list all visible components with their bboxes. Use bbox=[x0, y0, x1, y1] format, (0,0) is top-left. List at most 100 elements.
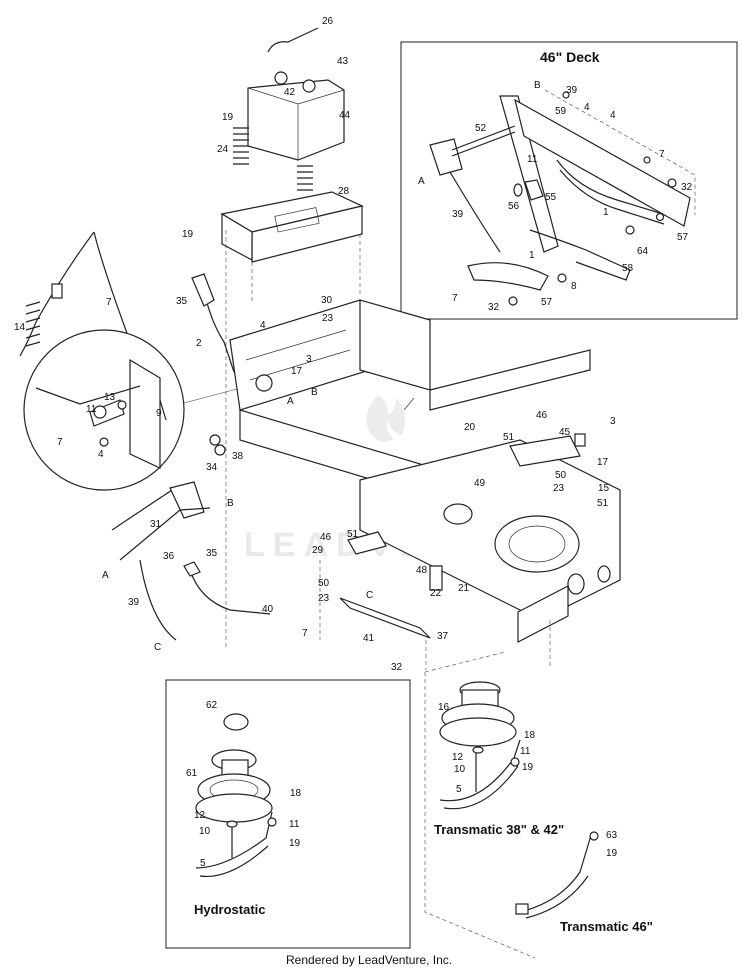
main-frame bbox=[229, 299, 621, 643]
svg-text:32: 32 bbox=[391, 662, 403, 673]
deck46-callouts: B 39 59 4 4 52 11 7 A 56 55 32 39 1 57 6… bbox=[418, 80, 693, 313]
hydrostatic-frame bbox=[165, 679, 411, 949]
svg-text:21: 21 bbox=[458, 583, 470, 594]
svg-text:46: 46 bbox=[536, 410, 548, 421]
svg-text:31: 31 bbox=[150, 519, 162, 530]
svg-text:4: 4 bbox=[610, 110, 616, 121]
svg-text:64: 64 bbox=[637, 246, 649, 257]
footer-credit: Rendered by LeadVenture, Inc. bbox=[286, 953, 452, 967]
svg-text:50: 50 bbox=[318, 578, 330, 589]
svg-text:32: 32 bbox=[488, 302, 500, 313]
svg-text:11: 11 bbox=[527, 154, 538, 165]
svg-text:43: 43 bbox=[337, 56, 349, 67]
left-callouts: 7 14 13 11 9 7 4 bbox=[14, 297, 162, 460]
svg-text:35: 35 bbox=[206, 548, 218, 559]
svg-text:28: 28 bbox=[338, 186, 350, 197]
svg-text:A: A bbox=[287, 396, 294, 407]
svg-text:16: 16 bbox=[438, 702, 450, 713]
svg-text:1: 1 bbox=[603, 207, 609, 218]
svg-text:51: 51 bbox=[503, 432, 515, 443]
svg-text:1: 1 bbox=[529, 250, 535, 261]
battery-assembly bbox=[220, 27, 364, 650]
svg-text:11: 11 bbox=[86, 404, 97, 415]
svg-text:18: 18 bbox=[290, 788, 302, 799]
svg-text:4: 4 bbox=[98, 449, 104, 460]
pulley-16 bbox=[439, 681, 517, 747]
svg-text:18: 18 bbox=[524, 730, 536, 741]
svg-text:24: 24 bbox=[217, 144, 229, 155]
svg-text:13: 13 bbox=[104, 392, 116, 403]
svg-text:48: 48 bbox=[416, 565, 428, 576]
svg-text:3: 3 bbox=[306, 354, 312, 365]
svg-text:55: 55 bbox=[545, 192, 557, 203]
alignment-lines bbox=[319, 560, 551, 670]
svg-text:22: 22 bbox=[430, 588, 442, 599]
hydrostatic-title: Hydrostatic bbox=[194, 902, 266, 917]
deck46-title: 46" Deck bbox=[540, 49, 600, 65]
bracket-45 bbox=[509, 433, 586, 467]
deck46-lift-assembly bbox=[429, 89, 696, 306]
pulley-61 bbox=[195, 713, 273, 823]
svg-text:41: 41 bbox=[363, 633, 375, 644]
svg-text:29: 29 bbox=[312, 545, 324, 556]
svg-text:51: 51 bbox=[347, 529, 359, 540]
svg-text:B: B bbox=[311, 387, 318, 398]
svg-text:10: 10 bbox=[454, 764, 466, 775]
svg-text:32: 32 bbox=[681, 182, 693, 193]
svg-text:39: 39 bbox=[566, 85, 578, 96]
deck46-frame bbox=[400, 41, 738, 320]
spring-24 bbox=[233, 127, 249, 165]
svg-text:42: 42 bbox=[284, 87, 296, 98]
svg-text:51: 51 bbox=[597, 498, 609, 509]
svg-text:15: 15 bbox=[598, 483, 610, 494]
svg-text:5: 5 bbox=[200, 858, 206, 869]
svg-text:45: 45 bbox=[559, 427, 571, 438]
svg-text:23: 23 bbox=[322, 313, 334, 324]
svg-text:23: 23 bbox=[553, 483, 565, 494]
svg-text:56: 56 bbox=[508, 201, 520, 212]
svg-text:37: 37 bbox=[437, 631, 449, 642]
transmatic-46: Transmatic 46" bbox=[515, 831, 653, 934]
svg-text:44: 44 bbox=[339, 110, 351, 121]
svg-text:C: C bbox=[154, 642, 161, 653]
svg-text:57: 57 bbox=[677, 232, 689, 243]
svg-text:30: 30 bbox=[321, 295, 333, 306]
svg-text:7: 7 bbox=[659, 149, 665, 160]
svg-text:35: 35 bbox=[176, 296, 188, 307]
lower-left-callouts: B 31 46 51 35 36 A 29 48 50 22 21 23 C 3… bbox=[102, 498, 470, 673]
svg-text:A: A bbox=[102, 570, 109, 581]
svg-text:26: 26 bbox=[322, 16, 334, 27]
svg-text:52: 52 bbox=[475, 123, 487, 134]
svg-text:11: 11 bbox=[520, 746, 531, 757]
svg-text:10: 10 bbox=[199, 826, 211, 837]
svg-text:4: 4 bbox=[260, 320, 266, 331]
svg-text:19: 19 bbox=[222, 112, 234, 123]
svg-text:11: 11 bbox=[289, 819, 300, 830]
svg-text:57: 57 bbox=[541, 297, 553, 308]
svg-text:17: 17 bbox=[291, 366, 303, 377]
lower-left-arms bbox=[111, 481, 443, 641]
svg-text:3: 3 bbox=[610, 416, 616, 427]
svg-text:19: 19 bbox=[522, 762, 534, 773]
svg-text:4: 4 bbox=[584, 102, 590, 113]
svg-text:7: 7 bbox=[452, 293, 458, 304]
svg-text:C: C bbox=[366, 590, 373, 601]
svg-text:2: 2 bbox=[196, 338, 202, 349]
svg-text:B: B bbox=[227, 498, 234, 509]
svg-text:20: 20 bbox=[464, 422, 476, 433]
spring-right bbox=[297, 165, 313, 191]
svg-text:58: 58 bbox=[622, 263, 634, 274]
svg-text:38: 38 bbox=[232, 451, 244, 462]
svg-text:23: 23 bbox=[318, 593, 330, 604]
svg-text:34: 34 bbox=[206, 462, 218, 473]
svg-text:14: 14 bbox=[14, 322, 26, 333]
svg-text:39: 39 bbox=[128, 597, 140, 608]
deck46-panel: 46" Deck B 39 59 bbox=[400, 41, 738, 320]
svg-text:12: 12 bbox=[194, 810, 206, 821]
svg-text:46: 46 bbox=[320, 532, 332, 543]
svg-text:36: 36 bbox=[163, 551, 175, 562]
svg-text:7: 7 bbox=[57, 437, 63, 448]
transmatic-38-42-title: Transmatic 38" & 42" bbox=[434, 822, 564, 837]
svg-text:5: 5 bbox=[456, 784, 462, 795]
svg-text:7: 7 bbox=[302, 628, 308, 639]
